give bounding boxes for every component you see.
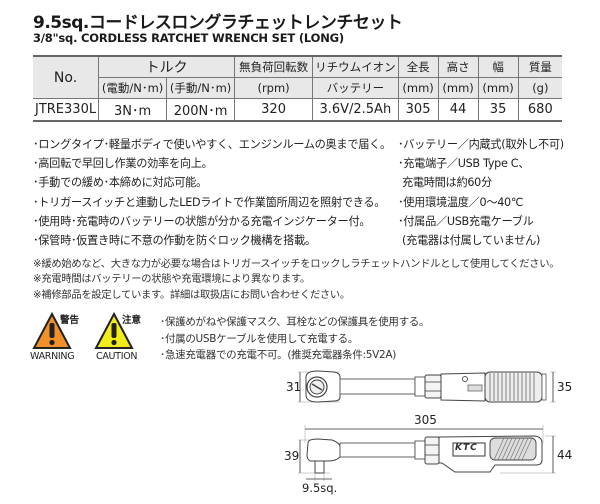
note-item: ※緩め始めなど、大きな力が必要な場合はトリガースイッチをロックしラチェットハンド… bbox=[33, 258, 560, 270]
header-width-unit: (mm) bbox=[477, 77, 519, 99]
feature-item: ･ロングタイプ･軽量ボディで使いやすく、エンジンルームの奥まで届く。 bbox=[33, 138, 391, 151]
header-torque-manual: (手動/N･m) bbox=[166, 77, 236, 99]
cell-no-load-speed: 320 bbox=[234, 98, 314, 121]
header-battery: リチウムイオン bbox=[312, 55, 399, 78]
header-height-unit: (mm) bbox=[437, 77, 479, 99]
warning-triangle-icon bbox=[32, 312, 72, 349]
page-title-en: 3/8"sq. CORDLESS RATCHET WRENCH SET (LON… bbox=[33, 31, 344, 45]
cell-weight: 680 bbox=[517, 98, 563, 121]
cell-torque-electric: 3N･m bbox=[98, 98, 168, 121]
warning-label-jp: 警告 bbox=[60, 315, 80, 326]
feature-item: ･高回転で早回し作業の効率を向上。 bbox=[33, 157, 213, 171]
header-battery-sub: バッテリー bbox=[312, 77, 399, 99]
caution-item: ･付属のUSBケーブルを使用して充電する。 bbox=[160, 332, 359, 345]
feature-item: ･手動での緩め･本締めに対応可能。 bbox=[33, 176, 207, 190]
header-weight-unit: (g) bbox=[517, 77, 563, 99]
header-torque: トルク bbox=[98, 55, 236, 78]
caution-triangle-icon bbox=[94, 312, 134, 349]
header-no-load-speed-unit: (rpm) bbox=[234, 77, 314, 99]
features-list-left: ･ロングタイプ･軽量ボディで使いやすく、エンジンルームの奥まで届く。 ･高回転で… bbox=[33, 135, 391, 250]
dimension-overall-length: 305 bbox=[414, 413, 437, 427]
header-width: 幅 bbox=[477, 55, 519, 78]
note-item: ※充電時間はバッテリーの状態や充電環境により異なります。 bbox=[33, 273, 311, 286]
caution-item: ･急速充電器での充電不可。(推奨充電器条件:5V2A) bbox=[160, 349, 397, 361]
header-torque-electric: (電動/N･m) bbox=[98, 77, 168, 99]
feature-item: ･使用環境温度／0～40℃ bbox=[398, 195, 524, 209]
table-row: JTRE330L 3N･m 200N･m 320 3.6V/2.5Ah 305 … bbox=[33, 98, 563, 121]
wrench-top-view-drawing bbox=[298, 370, 556, 403]
spec-table-header-row-1: No. トルク 無負荷回転数 リチウムイオン 全長 高さ 幅 質量 bbox=[33, 55, 563, 99]
warning-label-en: WARNING bbox=[30, 351, 75, 362]
spec-table-header-row-2: (電動/N･m) (手動/N･m) (rpm) バッテリー (mm) (mm) … bbox=[33, 77, 563, 99]
header-no: No. bbox=[33, 55, 100, 99]
caution-label-jp: 注意 bbox=[122, 315, 142, 326]
side-view-diagram: 305 39 44 9.5sq. KTC bbox=[270, 413, 600, 504]
cell-height: 44 bbox=[437, 98, 479, 121]
caution-label-en: CAUTION bbox=[96, 351, 138, 362]
note-item: ※補修部品を設定しています。詳細は取扱店にお問い合わせください。 bbox=[33, 288, 350, 301]
header-weight: 質量 bbox=[517, 55, 563, 78]
feature-item: ･バッテリー／内蔵式(取外し不可) bbox=[398, 138, 564, 151]
dimension-body-height: 44 bbox=[557, 448, 573, 462]
feature-item: ･保管時･仮置き時に不意の作動を防ぐロック機構を搭載。 bbox=[33, 234, 316, 248]
dimension-grip-width: 35 bbox=[557, 380, 573, 394]
cell-battery: 3.6V/2.5Ah bbox=[312, 98, 399, 121]
feature-item: ･付属品／USB充電ケーブル bbox=[398, 214, 534, 228]
cautions-list: ･保護めがねや保護マスク、耳栓などの保護具を使用する。 ･付属のUSBケーブルを… bbox=[160, 314, 430, 364]
cell-width: 35 bbox=[477, 98, 519, 121]
notes-list: ※緩め始めなど、大きな力が必要な場合はトリガースイッチをロックしラチェットハンド… bbox=[33, 257, 560, 303]
features-list-right: ･バッテリー／内蔵式(取外し不可) ･充電端子／USB Type C、 充電時間… bbox=[398, 135, 564, 250]
caution-item: ･保護めがねや保護マスク、耳栓などの保護具を使用する。 bbox=[160, 316, 430, 328]
header-length-unit: (mm) bbox=[397, 77, 439, 99]
cell-no: JTRE330L bbox=[33, 98, 100, 121]
header-length: 全長 bbox=[397, 55, 439, 78]
feature-item: 充電時間は約60分 bbox=[402, 176, 492, 190]
dimension-head-width: 31 bbox=[286, 380, 302, 394]
dimension-drive-size: 9.5sq. bbox=[302, 481, 338, 495]
top-view-diagram: 31 35 bbox=[270, 365, 600, 414]
header-no-load-speed: 無負荷回転数 bbox=[234, 55, 314, 78]
page-title-jp: 9.5sq.コードレスロングラチェットレンチセット bbox=[33, 13, 403, 33]
feature-item: ･トリガースイッチと連動したLEDライトで作業箇所周辺を照射できる。 bbox=[33, 195, 386, 209]
ktc-logo: KTC bbox=[455, 443, 478, 453]
feature-item: ･使用時･充電時のバッテリーの状態が分かる充電インジケーター付。 bbox=[33, 214, 371, 228]
spec-table: No. トルク 無負荷回転数 リチウムイオン 全長 高さ 幅 質量 (電動/N･… bbox=[33, 55, 563, 122]
wrench-side-view-drawing bbox=[298, 425, 556, 481]
feature-item: (充電器は付属していません) bbox=[402, 234, 541, 248]
header-height: 高さ bbox=[437, 55, 479, 78]
feature-item: ･充電端子／USB Type C、 bbox=[398, 157, 530, 171]
warning-icons: 警告 WARNING 注意 CAUTION bbox=[30, 310, 160, 370]
cell-torque-manual: 200N･m bbox=[166, 98, 236, 121]
dimension-head-height: 39 bbox=[284, 449, 300, 463]
cell-length: 305 bbox=[397, 98, 439, 121]
